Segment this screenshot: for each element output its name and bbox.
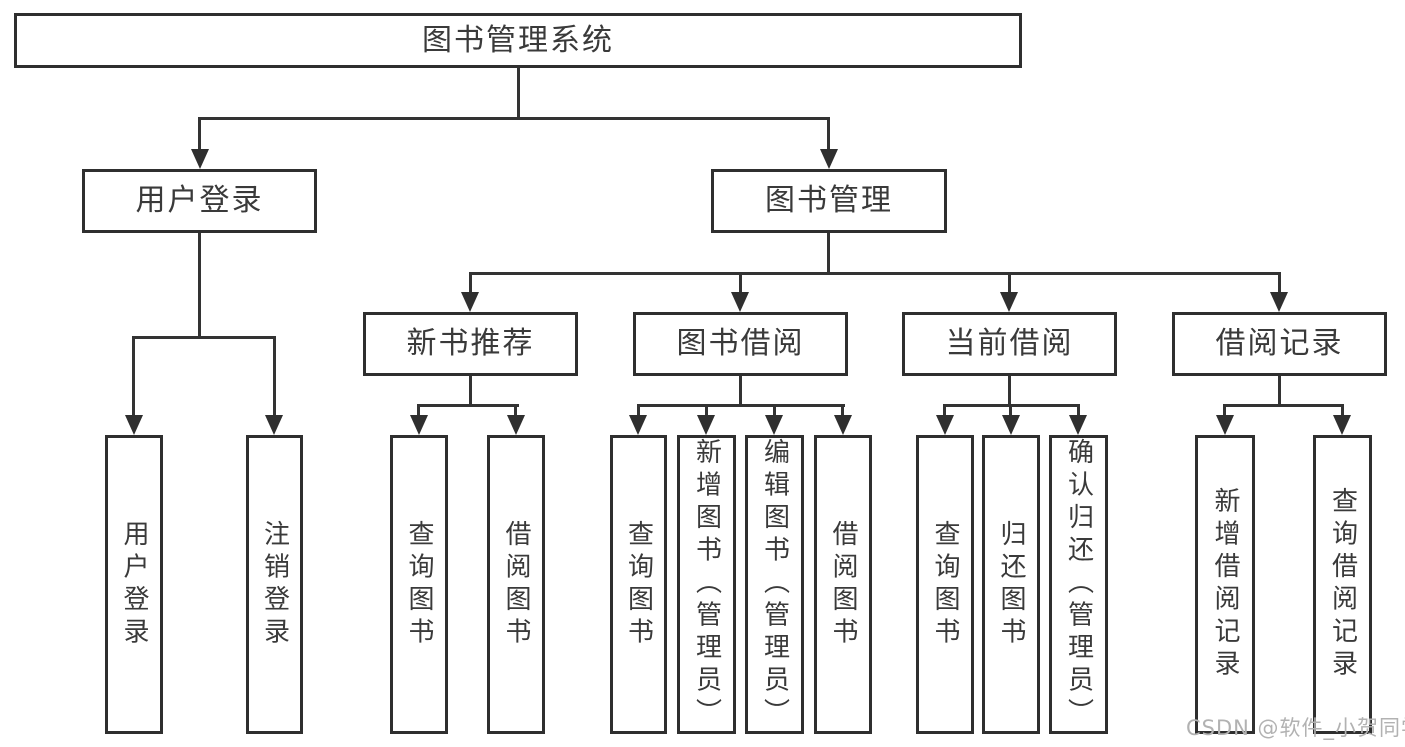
- connector-branch: [637, 404, 845, 407]
- node-user-login: 用户登录: [82, 169, 317, 233]
- arrowhead-down-icon: [1270, 292, 1288, 312]
- leaf-records-add-record: 新增借阅记录: [1195, 435, 1255, 734]
- connector-stem: [1009, 404, 1012, 418]
- leaf-label: 确认归还（管理员）: [1063, 438, 1094, 731]
- leaf-label: 查询图书: [930, 519, 960, 650]
- connector-stem: [1341, 404, 1344, 418]
- leaf-borrow-add-books-admin: 新增图书（管理员）: [677, 435, 736, 734]
- leaf-label: 查询图书: [623, 519, 654, 650]
- arrowhead-down-icon: [1216, 415, 1234, 435]
- connector-stem: [1223, 404, 1226, 418]
- leaf-records-query-record: 查询借阅记录: [1313, 435, 1372, 734]
- leaf-label: 编辑图书（管理员）: [759, 438, 790, 731]
- connector-stem: [637, 404, 640, 418]
- leaf-logout: 注销登录: [246, 435, 303, 734]
- node-root: 图书管理系统: [14, 13, 1022, 68]
- connector-stem: [739, 272, 742, 295]
- leaf-newbook-query-books: 查询图书: [390, 435, 448, 734]
- leaf-borrow-query-books: 查询图书: [610, 435, 667, 734]
- connector-stem: [1008, 272, 1011, 295]
- node-book-borrow: 图书借阅: [633, 312, 848, 376]
- arrowhead-down-icon: [265, 415, 283, 435]
- connector-stem: [841, 404, 844, 418]
- leaf-user-login: 用户登录: [105, 435, 163, 734]
- connector-stem: [132, 336, 135, 418]
- connector-branch: [469, 272, 1281, 275]
- connector-branch: [198, 117, 830, 120]
- leaf-current-return-books: 归还图书: [982, 435, 1040, 734]
- arrowhead-down-icon: [125, 415, 143, 435]
- connector-stem: [1278, 376, 1281, 405]
- leaf-borrow-borrow-books: 借阅图书: [814, 435, 872, 734]
- leaf-borrow-edit-books-admin: 编辑图书（管理员）: [745, 435, 804, 734]
- connector-stem: [198, 233, 201, 337]
- arrowhead-down-icon: [461, 292, 479, 312]
- arrowhead-down-icon: [936, 415, 954, 435]
- arrowhead-down-icon: [1002, 415, 1020, 435]
- leaf-label: 借阅图书: [828, 519, 858, 650]
- node-new-book-recommend: 新书推荐: [363, 312, 578, 376]
- leaf-current-query-books: 查询图书: [916, 435, 974, 734]
- leaf-label: 用户登录: [119, 519, 149, 650]
- arrowhead-down-icon: [1000, 292, 1018, 312]
- connector-branch: [132, 336, 276, 339]
- leaf-label: 查询借阅记录: [1327, 487, 1358, 682]
- leaf-label: 查询图书: [404, 519, 434, 650]
- node-label: 图书管理: [765, 183, 893, 218]
- connector-stem: [469, 272, 472, 295]
- connector-stem: [469, 376, 472, 405]
- connector-stem: [273, 336, 276, 418]
- node-label: 当前借阅: [945, 326, 1074, 361]
- connector-stem: [1278, 272, 1281, 295]
- leaf-current-confirm-return-admin: 确认归还（管理员）: [1049, 435, 1108, 734]
- node-label: 新书推荐: [406, 326, 535, 361]
- leaf-label: 新增图书（管理员）: [691, 438, 722, 731]
- arrowhead-down-icon: [765, 415, 783, 435]
- connector-stem: [943, 404, 946, 418]
- connector-stem: [827, 117, 830, 152]
- leaf-label: 新增借阅记录: [1210, 487, 1240, 682]
- connector-branch: [1223, 404, 1344, 407]
- connector-stem: [773, 404, 776, 418]
- node-label: 用户登录: [135, 183, 264, 218]
- arrowhead-down-icon: [629, 415, 647, 435]
- connector-stem: [198, 117, 201, 152]
- connector-stem: [417, 404, 420, 418]
- arrowhead-down-icon: [820, 149, 838, 169]
- node-book-management: 图书管理: [711, 169, 947, 233]
- connector-stem: [827, 233, 830, 274]
- node-borrow-records: 借阅记录: [1172, 312, 1387, 376]
- leaf-label: 借阅图书: [501, 519, 531, 650]
- arrowhead-down-icon: [731, 292, 749, 312]
- connector-stem: [739, 376, 742, 405]
- arrowhead-down-icon: [1333, 415, 1351, 435]
- arrowhead-down-icon: [834, 415, 852, 435]
- connector-stem: [517, 68, 520, 118]
- connector-branch: [417, 404, 519, 407]
- connector-stem: [705, 404, 708, 418]
- arrowhead-down-icon: [410, 415, 428, 435]
- arrowhead-down-icon: [697, 415, 715, 435]
- node-label: 借阅记录: [1215, 326, 1344, 361]
- node-label: 图书管理系统: [422, 22, 614, 58]
- csdn-watermark: CSDN @软件_小贺同学: [1186, 716, 1405, 740]
- arrowhead-down-icon: [1069, 415, 1087, 435]
- connector-stem: [514, 404, 517, 418]
- node-label: 图书借阅: [676, 326, 805, 361]
- arrowhead-down-icon: [191, 149, 209, 169]
- node-current-borrow: 当前借阅: [902, 312, 1117, 376]
- arrowhead-down-icon: [507, 415, 525, 435]
- leaf-label: 注销登录: [259, 519, 290, 650]
- leaf-label: 归还图书: [996, 519, 1026, 650]
- leaf-newbook-borrow-books: 借阅图书: [487, 435, 545, 734]
- connector-stem: [1008, 376, 1011, 405]
- connector-stem: [1077, 404, 1080, 418]
